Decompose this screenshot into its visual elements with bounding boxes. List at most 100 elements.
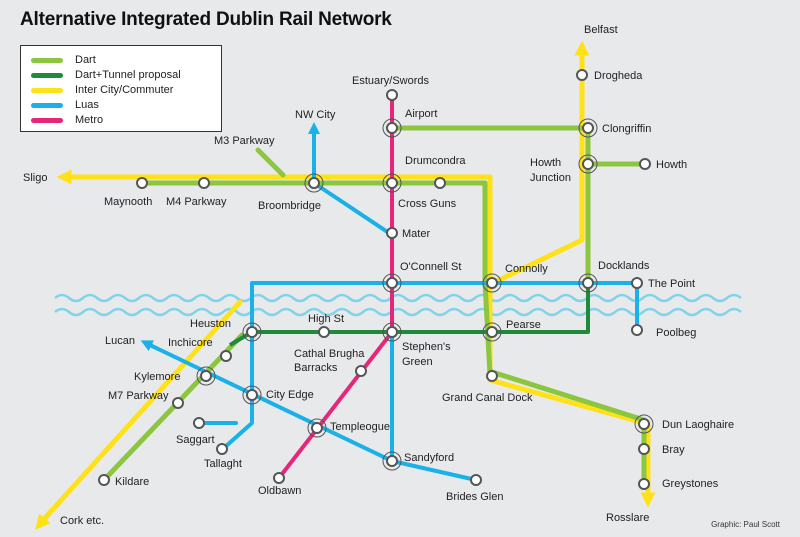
legend-item-metro: Metro xyxy=(31,113,103,127)
station-oldbawn[interactable] xyxy=(273,472,285,484)
label-connolly: Connolly xyxy=(505,263,548,275)
interchange-oconnell[interactable] xyxy=(382,273,402,293)
label-heuston: Heuston xyxy=(190,318,231,330)
label-poolbeg: Poolbeg xyxy=(656,327,696,339)
arrow-cork xyxy=(35,508,54,530)
interchange-markers xyxy=(196,118,654,471)
label-oldbawn: Oldbawn xyxy=(258,485,301,497)
arrow-lucan xyxy=(140,340,159,352)
label-airport: Airport xyxy=(405,108,437,120)
station-estuary[interactable] xyxy=(386,89,398,101)
interchange-connolly[interactable] xyxy=(482,273,502,293)
station-poolbeg[interactable] xyxy=(631,324,643,336)
label-cathal-brugha-2: Barracks xyxy=(294,362,338,374)
label-clongriffin: Clongriffin xyxy=(602,123,651,135)
station-inchicore[interactable] xyxy=(220,350,232,362)
station-grand-canal[interactable] xyxy=(486,370,498,382)
map-title: Alternative Integrated Dublin Rail Netwo… xyxy=(20,9,392,30)
label-kylemore: Kylemore xyxy=(134,371,180,383)
label-m7-parkway: M7 Parkway xyxy=(108,390,169,402)
interchange-docklands[interactable] xyxy=(578,273,598,293)
station-kildare[interactable] xyxy=(98,474,110,486)
label-high-st: High St xyxy=(308,313,344,325)
label-belfast: Belfast xyxy=(584,24,618,36)
interchange-dun-laoghaire[interactable] xyxy=(634,414,654,434)
station-mater[interactable] xyxy=(386,227,398,239)
station-brides-glen[interactable] xyxy=(470,474,482,486)
station-howth[interactable] xyxy=(639,158,651,170)
label-howth-junction-1: Howth xyxy=(530,157,561,169)
river-liffey xyxy=(54,293,742,317)
label-grand-canal: Grand Canal Dock xyxy=(442,392,533,404)
label-cathal-brugha-1: Cathal Brugha xyxy=(294,348,365,360)
label-tallaght: Tallaght xyxy=(204,458,242,470)
tunnel-line xyxy=(228,282,590,347)
label-howth-junction-2: Junction xyxy=(530,172,571,184)
station-drogheda[interactable] xyxy=(576,69,588,81)
luas-lucan xyxy=(150,344,394,463)
luas-broombridge xyxy=(312,181,394,237)
label-templeogue: Templeogue xyxy=(330,421,390,433)
interchange-kylemore[interactable] xyxy=(196,366,216,386)
label-docklands: Docklands xyxy=(598,260,650,272)
dart-m3 xyxy=(255,147,286,178)
interchange-clongriffin[interactable] xyxy=(578,118,598,138)
station-the-point[interactable] xyxy=(631,277,643,289)
label-inchicore: Inchicore xyxy=(168,337,213,349)
station-drumcondra[interactable] xyxy=(434,177,446,189)
interchange-broombridge[interactable] xyxy=(304,173,324,193)
station-cathal-brugha[interactable] xyxy=(355,365,367,377)
legend-label-metro: Metro xyxy=(75,114,104,126)
station-m7-parkway[interactable] xyxy=(172,397,184,409)
label-mater: Mater xyxy=(402,228,430,240)
label-drogheda: Drogheda xyxy=(594,70,643,82)
label-pearse: Pearse xyxy=(506,319,541,331)
interchange-airport[interactable] xyxy=(382,118,402,138)
station-bray[interactable] xyxy=(638,443,650,455)
station-high-st[interactable] xyxy=(318,326,330,338)
station-saggart[interactable] xyxy=(193,417,205,429)
luas-red xyxy=(250,281,639,334)
line-cork xyxy=(42,299,243,521)
legend-item-dart: Dart xyxy=(31,53,96,67)
station-m4-parkway[interactable] xyxy=(198,177,210,189)
interchange-howth-junction[interactable] xyxy=(578,154,598,174)
station-maynooth[interactable] xyxy=(136,177,148,189)
station-greystones[interactable] xyxy=(638,478,650,490)
station-labels: Estuary/Swords Airport NW City M3 Parkwa… xyxy=(23,24,734,527)
legend-label-luas: Luas xyxy=(75,99,99,111)
dart-kildare xyxy=(101,332,245,483)
label-maynooth: Maynooth xyxy=(104,196,152,208)
station-tallaght[interactable] xyxy=(216,443,228,455)
interchange-cross-guns[interactable] xyxy=(382,173,402,193)
legend-item-tunnel: Dart+Tunnel proposal xyxy=(31,68,181,82)
interchange-heuston[interactable] xyxy=(242,322,262,342)
interchange-pearse[interactable] xyxy=(482,322,502,342)
interchange-sandyford[interactable] xyxy=(382,451,402,471)
label-the-point: The Point xyxy=(648,278,695,290)
label-drumcondra: Drumcondra xyxy=(405,155,466,167)
label-cork: Cork etc. xyxy=(60,515,104,527)
legend-label-intercity: Inter City/Commuter xyxy=(75,84,174,96)
interchange-stephens-green[interactable] xyxy=(382,322,402,342)
label-m4-parkway: M4 Parkway xyxy=(166,196,227,208)
label-kildare: Kildare xyxy=(115,476,149,488)
label-oconnell: O'Connell St xyxy=(400,261,461,273)
legend-swatch-metro xyxy=(31,117,63,123)
label-dun-laoghaire: Dun Laoghaire xyxy=(662,419,734,431)
label-cross-guns: Cross Guns xyxy=(398,198,457,210)
label-greystones: Greystones xyxy=(662,478,719,490)
label-estuary: Estuary/Swords xyxy=(352,75,430,87)
label-brides-glen: Brides Glen xyxy=(446,491,503,503)
label-broombridge: Broombridge xyxy=(258,200,321,212)
tunnel-lines xyxy=(228,282,590,347)
interchange-templeogue[interactable] xyxy=(307,418,327,438)
interchange-city-edge[interactable] xyxy=(242,385,262,405)
legend-item-intercity: Inter City/Commuter xyxy=(31,83,173,97)
legend-swatch-intercity xyxy=(31,87,63,93)
legend-swatch-dart xyxy=(31,57,63,63)
label-sligo: Sligo xyxy=(23,172,47,184)
legend-item-luas: Luas xyxy=(31,98,99,112)
label-nw-city: NW City xyxy=(295,109,336,121)
